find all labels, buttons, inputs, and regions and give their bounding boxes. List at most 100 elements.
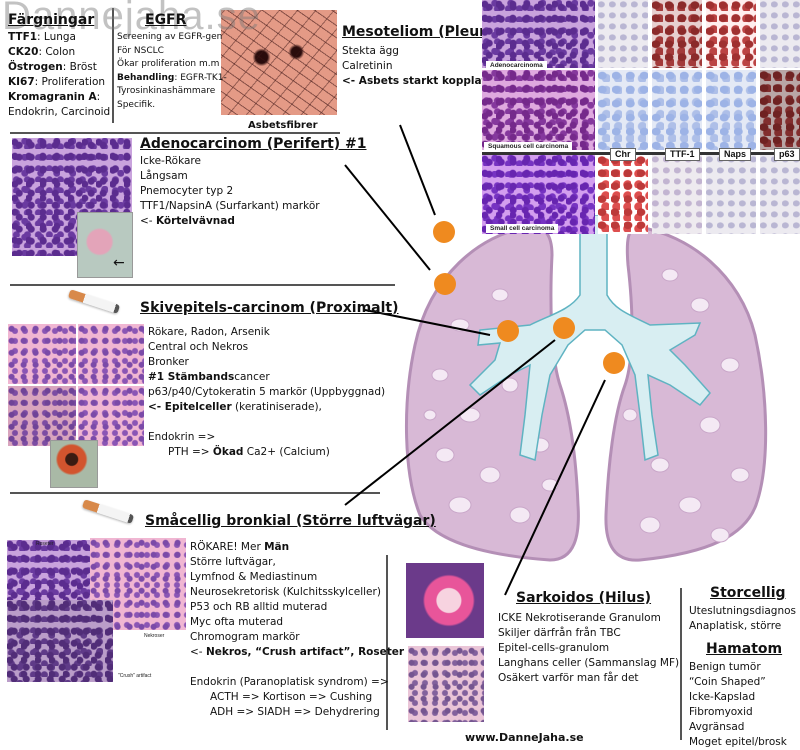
hamatom-title: Hamatom xyxy=(706,641,783,657)
divider xyxy=(482,152,800,155)
column-label-ttf1: TTF-1 xyxy=(665,148,700,161)
asbestos-fibers-micrograph xyxy=(221,10,337,115)
list-item: Rökare, Radon, Arsenik xyxy=(148,326,270,338)
list-item: Endokrin (Paranoplatisk syndrom) => xyxy=(190,676,389,688)
storcellig-section: Storcellig xyxy=(710,585,786,601)
list-item: Kromagranin A: xyxy=(8,91,101,103)
sarkoidos-title: Sarkoidos (Hilus) xyxy=(516,590,652,606)
he-adenocarcinoma-image xyxy=(482,0,595,68)
stain-comparison-grid: Adenocarcinoma Squamous cell carcinoma S… xyxy=(482,0,800,234)
ihc-image xyxy=(652,0,702,68)
ihc-image xyxy=(598,155,648,234)
list-item: Endokrin, Carcinoid xyxy=(8,106,111,118)
list-item: Osäkert varför man får det xyxy=(498,672,639,684)
list-item: #1 Stämbandscancer xyxy=(148,371,270,383)
list-item: Avgränsad xyxy=(689,721,745,733)
he-smallcell-image xyxy=(482,155,595,234)
list-item: Central och Nekros xyxy=(148,341,249,353)
row-label-smallcell: Small cell carcinoma xyxy=(486,224,559,233)
list-item: RÖKARE! Mer Män xyxy=(190,541,290,553)
ihc-image xyxy=(760,0,800,68)
fargningar-list: TTF1: Lunga CK20: Colon Östrogen: Bröst … xyxy=(8,30,110,120)
list-item: Epitel-cells-granulom xyxy=(498,642,610,654)
list-item: Moget epitel/brosk xyxy=(689,736,787,748)
list-item: Uteslutningsdiagnos xyxy=(689,605,797,617)
list-item: TTF1: Lunga xyxy=(8,31,76,43)
smacellig-list: RÖKARE! Mer Män Större luftvägar, Lymfno… xyxy=(190,540,404,720)
right-lung-shape xyxy=(404,225,580,562)
skivepitel-title: Skivepitels-carcinom (Proximalt) xyxy=(140,300,399,316)
image-label-nekroser: Nekroser xyxy=(144,633,165,639)
he-squamous-image xyxy=(482,70,595,150)
nekroser-micrograph xyxy=(90,538,186,630)
list-item: Lymfnod & Mediastinum xyxy=(190,571,318,583)
list-item: PTH => Ökad Ca2+ (Calcium) xyxy=(168,446,330,458)
fargningar-section: Färgningar TTF1: Lunga CK20: Colon Östro… xyxy=(8,12,110,120)
list-item: <- Epitelceller (keratiniserade), xyxy=(148,401,322,413)
divider xyxy=(10,492,380,494)
hamatom-section: Hamatom xyxy=(706,641,782,657)
adenocarcinom-section: Adenocarcinom (Perifert) #1 Icke-Rökare … xyxy=(140,136,367,229)
image-label-roseter: Roseter xyxy=(36,541,54,547)
sarcoid-tissue-micrograph xyxy=(408,646,484,722)
keratinized-cell-inset xyxy=(50,440,98,488)
ihc-image xyxy=(706,155,756,234)
divider xyxy=(386,555,388,730)
adenocarcinom-list: Icke-Rökare Långsam Pnemocyter typ 2 TTF… xyxy=(140,154,367,229)
list-item: Screening av EGFR-gen xyxy=(117,32,223,42)
mesoteliom-list: Stekta ägg Calretinin <- Asbets starkt k… xyxy=(342,44,502,89)
list-item: TTF1/NapsinA (Surfarkant) markör xyxy=(140,200,320,212)
list-item: Pnemocyter typ 2 xyxy=(140,185,234,197)
column-label-chr: Chr xyxy=(610,148,636,161)
list-item: Benign tumör xyxy=(689,661,761,673)
granuloma-micrograph xyxy=(406,563,484,638)
list-item: Större luftvägar, xyxy=(190,556,276,568)
list-item: ACTH => Kortison => Cushing xyxy=(210,691,373,703)
roseter-micrograph xyxy=(7,540,91,602)
squamous-micrograph xyxy=(8,386,76,446)
list-item xyxy=(148,415,385,430)
list-item xyxy=(190,660,404,675)
storcellig-list: Uteslutningsdiagnos Anaplatisk, större xyxy=(689,604,796,634)
list-item: Fibromyoxid xyxy=(689,706,753,718)
mesoteliom-section: Mesoteliom (Pleura) Stekta ägg Calretini… xyxy=(342,24,502,89)
list-item: Behandling: EGFR-TK1- xyxy=(117,72,227,83)
list-item: För NSCLC xyxy=(117,45,164,56)
ihc-image xyxy=(652,155,702,234)
list-item: Icke-Rökare xyxy=(140,155,201,167)
list-item: Ökar proliferation m.m xyxy=(117,59,220,69)
list-item: Stekta ägg xyxy=(342,45,399,57)
list-item: Anaplatisk, större xyxy=(689,620,782,632)
list-item: “Coin Shaped” xyxy=(689,676,766,688)
smacellig-section: Småcellig bronkial (Större luftvägar) xyxy=(145,513,436,529)
list-item: <- Körtelvävnad xyxy=(140,215,235,227)
egfr-list: Screening av EGFR-gen För NSCLC Ökar pro… xyxy=(117,31,227,112)
skivepitel-list: Rökare, Radon, Arsenik Central och Nekro… xyxy=(148,325,385,460)
squamous-micrograph xyxy=(78,324,144,384)
mesoteliom-leader xyxy=(399,124,436,216)
ihc-image xyxy=(760,155,800,234)
skivepitel-section: Skivepitels-carcinom (Proximalt) xyxy=(140,300,399,316)
list-item: Myc ofta muterad xyxy=(190,616,284,628)
egfr-title: EGFR xyxy=(145,12,187,28)
list-item: Skiljer därfrån från TBC xyxy=(498,627,621,639)
crush-artifact-micrograph xyxy=(7,600,113,682)
ihc-image xyxy=(598,70,648,150)
ihc-image xyxy=(652,70,702,150)
arrow-icon: ← xyxy=(113,255,125,271)
list-item: Tyrosinkinashämmare xyxy=(117,86,216,96)
website-link[interactable]: www.DanneJaha.se xyxy=(465,731,584,744)
cigarette-icon xyxy=(81,499,135,524)
ihc-image xyxy=(706,0,756,68)
mesoteliom-title: Mesoteliom (Pleura) xyxy=(342,24,502,40)
hamatom-list: Benign tumör “Coin Shaped” Icke-Kapslad … xyxy=(689,660,787,750)
list-item: P53 och RB alltid muterad xyxy=(190,601,328,613)
row-label-squamous: Squamous cell carcinoma xyxy=(484,142,573,151)
column-label-naps: Naps xyxy=(719,148,752,161)
list-item: p63/p40/Cytokeratin 5 markör (Uppbyggnad… xyxy=(148,386,386,398)
divider xyxy=(112,8,114,123)
image-label-crush: "Crush" artifact xyxy=(118,673,152,679)
list-item: Langhans celler (Sammanslag MF) xyxy=(498,657,680,669)
list-item: Långsam xyxy=(140,170,188,182)
mesoteliom-marker xyxy=(433,221,455,243)
